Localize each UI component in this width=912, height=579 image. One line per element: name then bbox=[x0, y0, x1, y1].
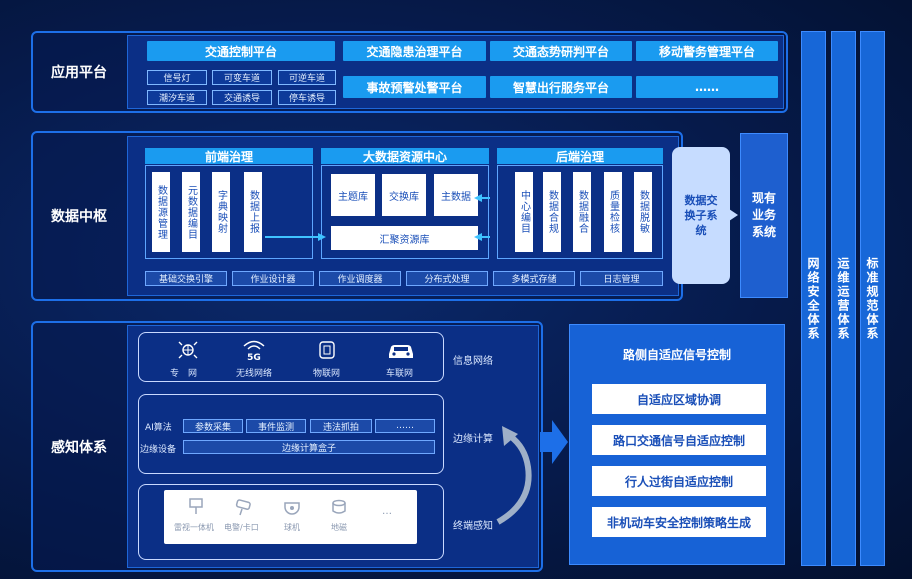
ai-event-detect[interactable]: 事件监测 bbox=[246, 419, 306, 433]
ai-param-collect[interactable]: 参数采集 bbox=[183, 419, 243, 433]
network-item-v2x: 车联网 bbox=[386, 369, 414, 379]
bigdata-center-title: 大数据资源中心 bbox=[321, 148, 489, 164]
edge-ai-label: AI算法 bbox=[145, 423, 172, 433]
terminal-label: 终端感知 bbox=[453, 521, 493, 532]
geomagnetic-icon bbox=[332, 499, 346, 514]
existing-systems-box[interactable]: 现有业务系统 bbox=[740, 133, 788, 298]
platform-smart-travel[interactable]: 智慧出行服务平台 bbox=[490, 76, 632, 98]
wifi-5g-icon: 5G bbox=[243, 340, 265, 362]
network-item-iot: 物联网 bbox=[313, 369, 341, 379]
sense-label: 感知体系 bbox=[51, 439, 107, 456]
network-item-wireless: 无线网络 bbox=[236, 369, 273, 379]
back-governance-title: 后端治理 bbox=[497, 148, 663, 164]
to-signal-arrow bbox=[540, 420, 568, 464]
existing-systems-label: 现有业务系统 bbox=[751, 191, 776, 239]
sub-traffic-guidance[interactable]: 交通诱导 bbox=[212, 90, 272, 105]
tool-exchange-engine[interactable]: 基础交换引擎 bbox=[145, 271, 227, 286]
data-hub-arrows bbox=[265, 194, 490, 241]
app-platform-label: 应用平台 bbox=[51, 65, 107, 81]
platform-more[interactable]: …… bbox=[636, 76, 778, 98]
tool-job-designer[interactable]: 作业设计器 bbox=[232, 271, 314, 286]
network-item-private: 专 网 bbox=[170, 369, 198, 379]
svg-text:5G: 5G bbox=[247, 353, 261, 362]
iot-chip-icon bbox=[319, 341, 335, 359]
terminal-white-strip bbox=[164, 490, 417, 544]
radar-camera-icon bbox=[189, 498, 203, 514]
bullet-camera-icon bbox=[235, 499, 251, 516]
signal-item-region[interactable]: 自适应区域协调 bbox=[592, 384, 766, 414]
front-item-dict-mapping[interactable]: 字典映射 bbox=[212, 172, 230, 252]
data-exchange-label: 数据交换子系统 bbox=[684, 194, 718, 237]
terminal-bullet-camera: 电警/卡口 bbox=[224, 523, 259, 532]
system-ops[interactable]: 运维运营体系 bbox=[831, 31, 856, 566]
dome-camera-icon bbox=[284, 502, 300, 515]
sub-variable-lane[interactable]: 可变车道 bbox=[212, 70, 272, 85]
car-icon bbox=[389, 345, 413, 358]
back-item-catalog[interactable]: 中心编目 bbox=[515, 172, 533, 252]
terminal-geomagnetic: 地磁 bbox=[331, 523, 347, 532]
back-item-fusion[interactable]: 数据融合 bbox=[573, 172, 591, 252]
platform-hazard-governance[interactable]: 交通隐患治理平台 bbox=[343, 41, 486, 61]
network-label: 信息网络 bbox=[453, 356, 493, 367]
edge-device-label: 边缘设备 bbox=[140, 445, 177, 455]
platform-traffic-control[interactable]: 交通控制平台 bbox=[147, 41, 335, 61]
back-item-quality[interactable]: 质量检核 bbox=[604, 172, 622, 252]
sub-parking-guidance[interactable]: 停车诱导 bbox=[278, 90, 336, 105]
front-governance-title: 前端治理 bbox=[145, 148, 313, 164]
sub-signal-light[interactable]: 信号灯 bbox=[147, 70, 207, 85]
signal-item-pedestrian[interactable]: 行人过街自适应控制 bbox=[592, 466, 766, 496]
center-pool-db[interactable]: 汇聚资源库 bbox=[331, 226, 478, 250]
sub-tidal-lane[interactable]: 潮汐车道 bbox=[147, 90, 207, 105]
exchange-arrow bbox=[726, 207, 738, 223]
ai-more[interactable]: …… bbox=[375, 419, 435, 433]
tool-multimode-storage[interactable]: 多模式存储 bbox=[493, 271, 575, 286]
signal-title: 路侧自适应信号控制 bbox=[622, 348, 731, 362]
platform-situation-analysis[interactable]: 交通态势研判平台 bbox=[490, 41, 632, 61]
tool-distributed[interactable]: 分布式处理 bbox=[406, 271, 488, 286]
crosshair-network-icon bbox=[178, 341, 198, 359]
front-item-report[interactable]: 数据上报 bbox=[244, 172, 262, 252]
sub-reversible-lane[interactable]: 可逆车道 bbox=[278, 70, 336, 85]
tool-log-mgmt[interactable]: 日志管理 bbox=[580, 271, 663, 286]
terminal-group bbox=[138, 484, 444, 560]
system-network-security[interactable]: 网络安全体系 bbox=[801, 31, 826, 566]
edge-group bbox=[138, 394, 444, 474]
platform-mobile-police[interactable]: 移动警务管理平台 bbox=[636, 41, 778, 61]
data-exchange-subsystem[interactable]: 数据交换子系统 bbox=[672, 147, 730, 284]
signal-item-nonmotor[interactable]: 非机动车安全控制策略生成 bbox=[592, 507, 766, 537]
curved-arrow bbox=[496, 426, 532, 525]
center-theme-db[interactable]: 主题库 bbox=[331, 174, 375, 216]
edge-label: 边缘计算 bbox=[453, 434, 493, 445]
center-exchange-db[interactable]: 交换库 bbox=[382, 174, 426, 216]
back-item-desensitize[interactable]: 数据脱敏 bbox=[634, 172, 652, 252]
ai-violation-capture[interactable]: 违法抓拍 bbox=[310, 419, 372, 433]
back-item-compliance[interactable]: 数据合规 bbox=[543, 172, 561, 252]
signal-item-intersection[interactable]: 路口交通信号自适应控制 bbox=[592, 425, 766, 455]
terminal-radar-camera: 雷视一体机 bbox=[174, 523, 214, 532]
platform-accident-warning[interactable]: 事故预警处警平台 bbox=[343, 76, 486, 98]
data-hub-label: 数据中枢 bbox=[51, 209, 107, 225]
tool-job-scheduler[interactable]: 作业调度器 bbox=[319, 271, 401, 286]
network-group bbox=[138, 332, 444, 382]
terminal-dome-camera: 球机 bbox=[284, 523, 300, 532]
edge-box[interactable]: 边缘计算盒子 bbox=[183, 440, 435, 454]
center-master-data[interactable]: 主数据 bbox=[434, 174, 478, 216]
terminal-more: … bbox=[382, 506, 392, 517]
system-standards[interactable]: 标准规范体系 bbox=[860, 31, 885, 566]
front-item-metadata[interactable]: 元数据编目 bbox=[182, 172, 200, 252]
front-item-source-mgmt[interactable]: 数据源管理 bbox=[152, 172, 170, 252]
